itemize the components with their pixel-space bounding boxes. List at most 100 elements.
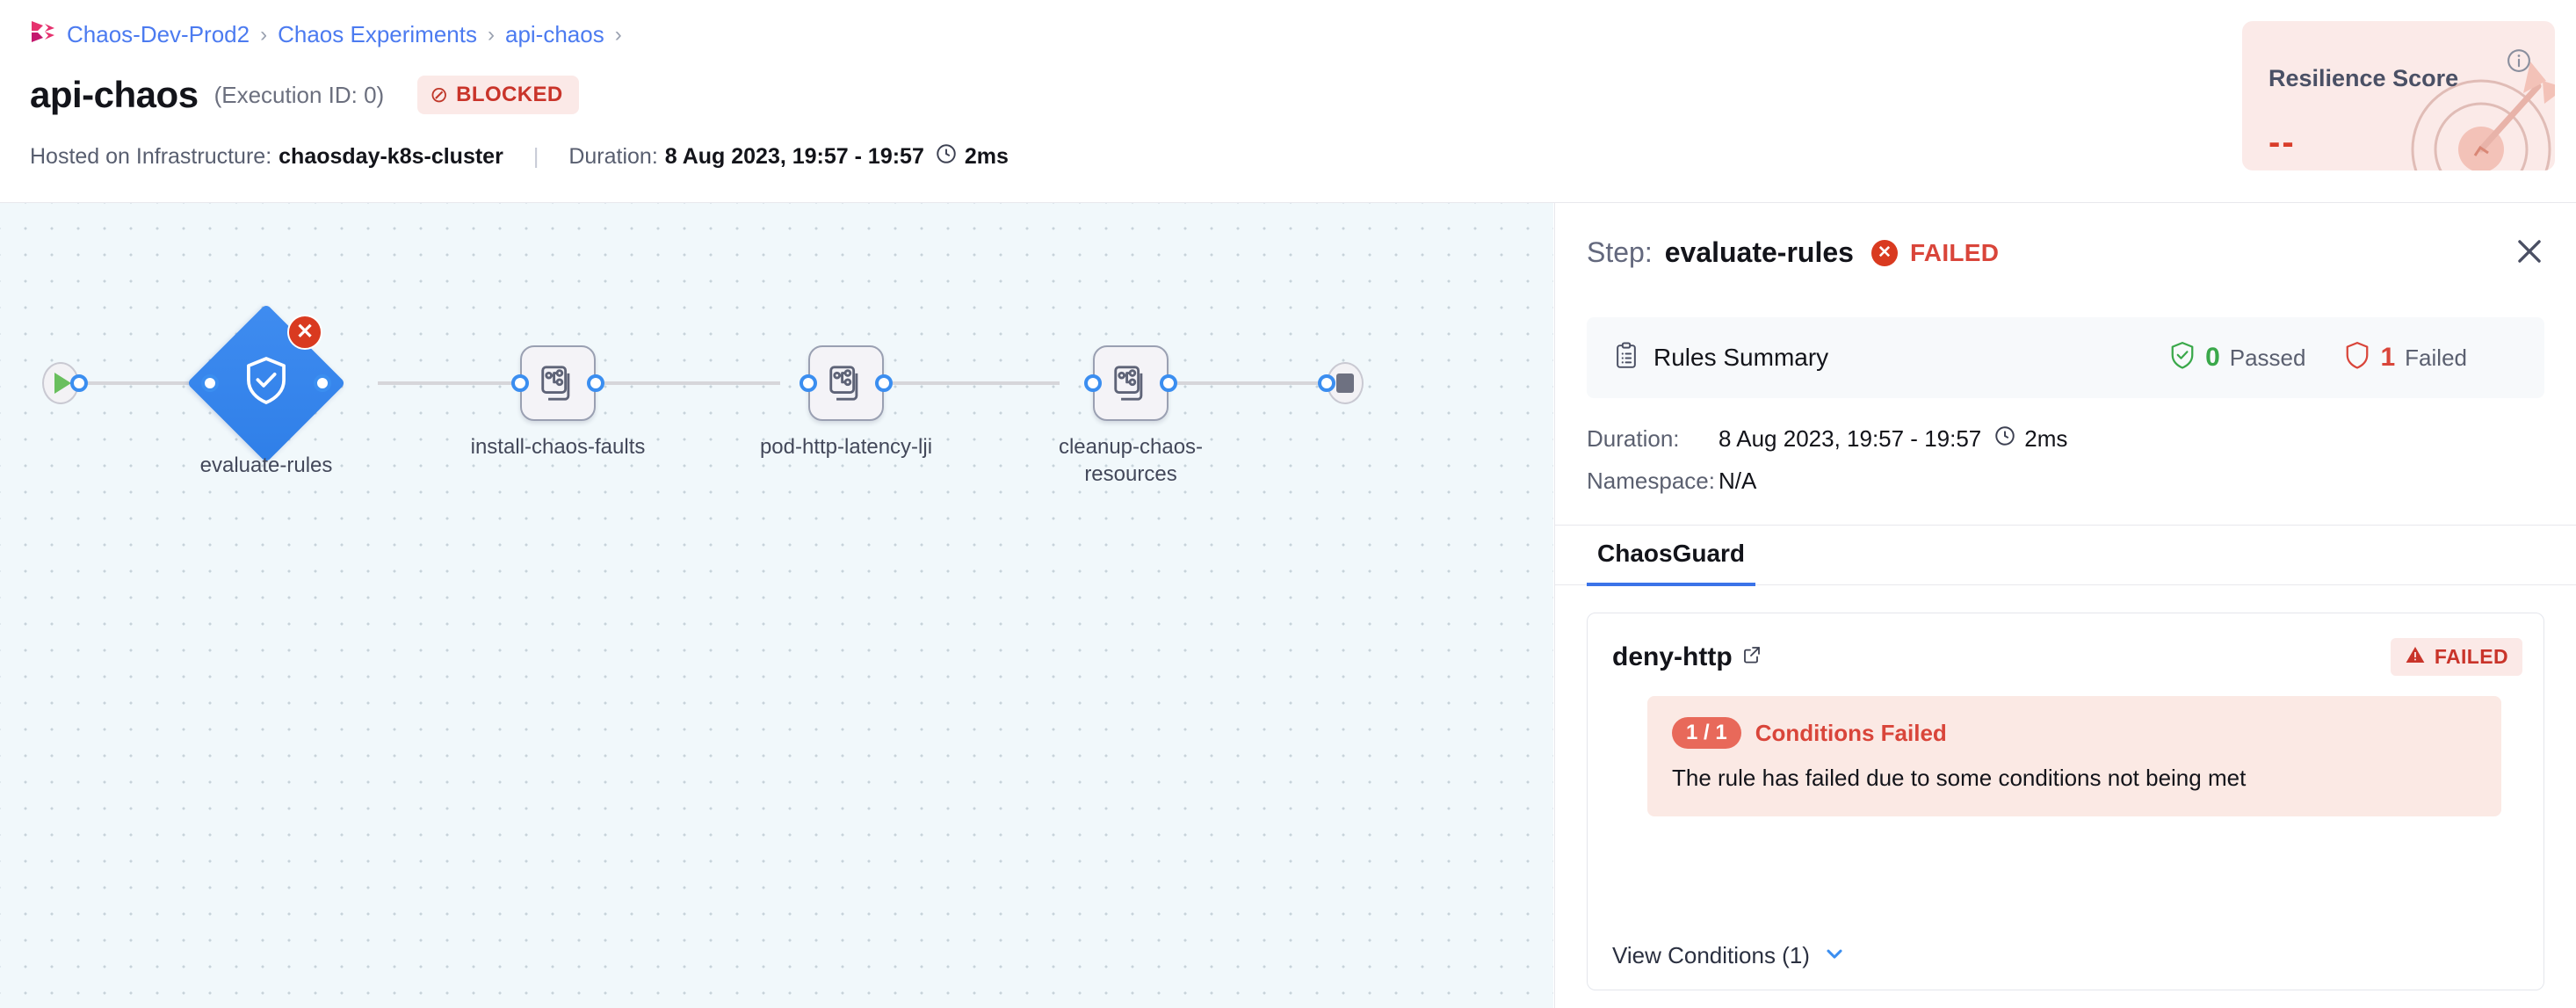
infra-value: chaosday-k8s-cluster — [279, 144, 503, 169]
tabs-underline — [1555, 584, 2576, 585]
graph-node-install-chaos-faults[interactable]: install-chaos-faults — [471, 345, 645, 459]
breadcrumb-separator: › — [260, 22, 268, 47]
clock-icon — [935, 142, 958, 171]
duration-value: 8 Aug 2023, 19:57 - 19:57 — [664, 144, 924, 169]
detail-value: 8 Aug 2023, 19:57 - 19:57 2ms — [1719, 424, 2067, 453]
status-badge-label: BLOCKED — [456, 83, 563, 106]
view-conditions-label: View Conditions (1) — [1612, 942, 1810, 968]
step-panel-header: Step: evaluate-rules ✕ FAILED — [1555, 203, 2576, 301]
detail-key: Duration: — [1587, 425, 1680, 452]
box-node-shape — [1093, 345, 1169, 421]
rule-status-badge: FAILED — [2390, 638, 2522, 676]
graph-edge — [893, 381, 1060, 385]
breadcrumb-separator: › — [487, 22, 495, 47]
box-node-shape — [808, 345, 884, 421]
node-port-left[interactable] — [201, 374, 219, 392]
graph-node-evaluate-rules[interactable]: ✕ evaluate-rules — [186, 303, 346, 477]
conditions-failed-box: 1 / 1 Conditions Failed The rule has fai… — [1647, 696, 2501, 816]
node-port-right[interactable] — [70, 374, 88, 392]
conditions-failed-header: 1 / 1 Conditions Failed — [1672, 717, 2477, 749]
graph-end-node[interactable] — [1318, 362, 1364, 404]
tab-chaosguard[interactable]: ChaosGuard — [1587, 525, 1756, 586]
node-port-right[interactable] — [314, 374, 331, 392]
node-port-left[interactable] — [800, 374, 817, 392]
rule-header: deny-http FAILED — [1612, 638, 2522, 676]
detail-namespace-value: N/A — [1719, 468, 1757, 494]
node-port-right[interactable] — [1160, 374, 1177, 392]
graph-node-label: evaluate-rules — [199, 453, 333, 477]
panel-tabs: ChaosGuard — [1587, 525, 1756, 586]
node-port-left[interactable] — [1084, 374, 1102, 392]
warning-triangle-icon — [2405, 644, 2426, 670]
graph-edge — [604, 381, 780, 385]
chevron-down-icon — [1822, 941, 1847, 970]
detail-duration-time: 2ms — [2024, 425, 2068, 452]
graph-start-node[interactable] — [42, 362, 88, 404]
play-icon — [54, 373, 71, 394]
breadcrumb: Chaos-Dev-Prod2 › Chaos Experiments › ap… — [30, 19, 622, 50]
node-port-left[interactable] — [1318, 374, 1335, 392]
rules-failed-label: Failed — [2405, 344, 2467, 371]
graph-edge — [378, 381, 518, 385]
rules-failed-count: 1 — [2380, 343, 2396, 372]
box-node-shape — [520, 345, 596, 421]
rules-summary-title-group: Rules Summary — [1613, 341, 1829, 374]
clipboard-icon — [1613, 341, 1639, 374]
info-icon[interactable] — [2506, 47, 2532, 78]
step-status: FAILED — [1909, 238, 2000, 266]
graph-node-label: pod-http-latency-lji — [759, 435, 933, 459]
page-title: api-chaos — [30, 74, 199, 115]
breadcrumb-item-experiments[interactable]: Chaos Experiments — [278, 21, 477, 47]
graph-node-label: cleanup-chaos-resources — [1058, 435, 1204, 487]
step-name: evaluate-rules — [1664, 236, 1854, 268]
resilience-score-card: Resilience Score -- — [2242, 21, 2555, 170]
graph-node-label: install-chaos-faults — [470, 435, 646, 459]
step-details-panel: Step: evaluate-rules ✕ FAILED — [1554, 203, 2576, 1008]
shield-check-green-icon — [2169, 341, 2196, 375]
rule-card-deny-http: deny-http FAILED — [1587, 613, 2544, 990]
detail-row-duration: Duration: 8 Aug 2023, 19:57 - 19:57 2ms — [1587, 424, 2067, 453]
detail-key: Namespace: — [1587, 468, 1715, 494]
graph-node-cleanup-chaos-resources[interactable]: cleanup-chaos-resources — [1059, 345, 1203, 486]
breadcrumb-item-project[interactable]: Chaos-Dev-Prod2 — [67, 21, 250, 47]
view-conditions-toggle[interactable]: View Conditions (1) — [1612, 941, 1847, 970]
external-link-icon[interactable] — [1741, 644, 1762, 670]
rules-failed-stat: 1 Failed — [2344, 341, 2467, 375]
node-port-right[interactable] — [875, 374, 893, 392]
rules-summary-title: Rules Summary — [1653, 344, 1829, 371]
detail-row-namespace: Namespace: N/A — [1587, 468, 2067, 495]
rules-summary-stats: 0 Passed 1 Failed — [2169, 341, 2467, 375]
execution-id: (Execution ID: 0) — [213, 81, 385, 108]
close-icon[interactable] — [2513, 235, 2546, 268]
page-header: Chaos-Dev-Prod2 › Chaos Experiments › ap… — [0, 0, 2576, 203]
harness-logo-icon — [30, 19, 56, 50]
rule-status-label: FAILED — [2434, 645, 2508, 668]
conditions-failed-description: The rule has failed due to some conditio… — [1672, 765, 2247, 791]
title-row: api-chaos (Execution ID: 0) ⊘ BLOCKED — [30, 74, 579, 116]
rules-summary-card: Rules Summary 0 Passed — [1587, 317, 2544, 398]
node-port-right[interactable] — [587, 374, 604, 392]
graph-edge — [62, 381, 264, 385]
duration-label: Duration: — [568, 144, 658, 169]
status-badge: ⊘ BLOCKED — [417, 76, 579, 114]
breadcrumb-separator: › — [614, 22, 622, 47]
blocked-icon: ⊘ — [430, 82, 449, 107]
graph-node-pod-http-latency[interactable]: pod-http-latency-lji — [760, 345, 932, 459]
pipeline-graph-canvas[interactable]: ✕ evaluate-rules install-chaos-faults — [0, 203, 1553, 1008]
error-x-badge: ✕ — [287, 315, 322, 350]
start-node-shape — [42, 362, 79, 404]
infra-label: Hosted on Infrastructure: — [30, 144, 272, 169]
rules-passed-count: 0 — [2205, 343, 2220, 372]
diamond-node-shape — [186, 303, 346, 463]
breadcrumb-item-current[interactable]: api-chaos — [504, 21, 604, 47]
rules-passed-label: Passed — [2229, 344, 2306, 371]
clock-icon — [1994, 424, 2016, 453]
step-title: Step: evaluate-rules ✕ FAILED — [1587, 236, 1999, 269]
node-port-left[interactable] — [511, 374, 529, 392]
error-circle-icon: ✕ — [1870, 239, 1898, 266]
shield-red-icon — [2344, 341, 2370, 375]
rule-name: deny-http — [1612, 642, 1733, 671]
conditions-failed-title: Conditions Failed — [1755, 719, 1947, 746]
header-meta: Hosted on Infrastructure: chaosday-k8s-c… — [30, 142, 1009, 171]
